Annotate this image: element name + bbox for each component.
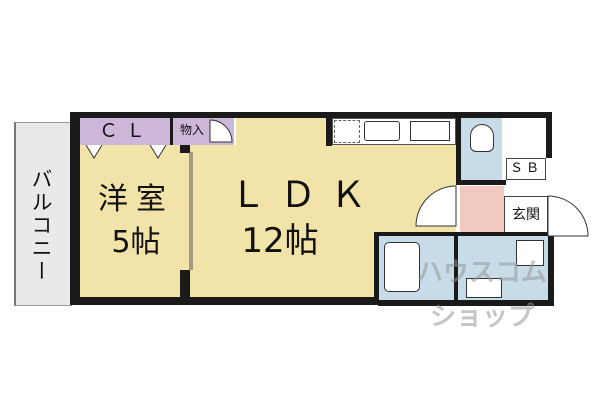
bathtub [384,242,420,292]
wall-closet-divider [170,118,173,145]
wall-left [70,112,80,305]
wall-toilet-bottom [456,180,506,185]
storage-label: 物入 [179,123,204,137]
wall-right-lower [548,236,554,306]
washing-machine [516,240,544,266]
closet-label: ＣＬ [98,120,153,142]
wall-room-divider-low [180,270,190,300]
toilet-icon [470,124,494,152]
wall-top-right [456,112,548,118]
western-room-label-2: 5帖 [111,225,161,260]
shoe-box [506,158,546,180]
shoe-box-label: ＳＢ [509,161,542,176]
entrance-label: 玄関 [512,207,540,223]
fridge-space [334,120,360,143]
balcony-label: バルコニー [29,168,53,283]
stove-icon [410,121,450,141]
watermark-line2: ショップ [429,302,534,332]
wall-toilet-left [456,112,461,184]
closet [80,118,172,145]
wall-ldk-kitchen [326,118,332,146]
wall-room-divider [180,145,190,153]
wall-bath-left [374,232,379,302]
entrance-hall [460,186,504,232]
western-room [80,145,190,297]
wall-top [70,112,456,118]
wall-bath-divider [454,232,458,302]
western-room-label-1: 洋室 [98,182,174,217]
ldk-upper [236,118,332,145]
wall-right [546,112,552,158]
kitchen-sink-icon [364,121,400,141]
wall-bath-top [374,232,550,236]
balcony [14,122,72,306]
ldk-label-2: 12帖 [241,221,319,261]
wall-bottom-right [378,300,548,306]
watermark-line1: ハウスコム [416,258,547,288]
sink [466,278,502,298]
wall-bottom [70,297,378,305]
ldk-label-1: ＬＤＫ [229,175,380,216]
